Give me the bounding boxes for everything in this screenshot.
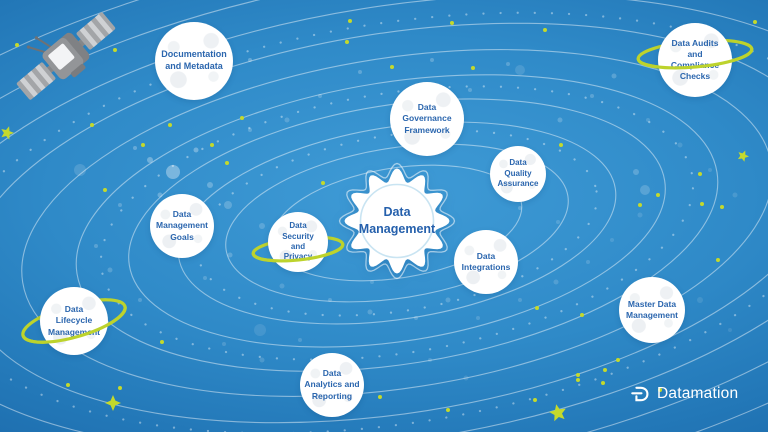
planet-ring-front — [251, 242, 345, 263]
moon-circle: Data Quality Assurance — [490, 146, 546, 202]
center-topic-label: Data Management — [358, 204, 436, 237]
moon-circle: Data Governance Framework — [390, 82, 464, 156]
satellite-icon — [16, 12, 116, 100]
satellite-label: Data Quality Assurance — [497, 158, 539, 189]
planet-ring-front — [636, 47, 754, 70]
center-topic: Data Management — [322, 146, 472, 296]
bokeh-dots — [74, 58, 738, 381]
logo-text: Datamation — [657, 385, 739, 402]
satellite-label: Data Integrations — [461, 250, 511, 272]
moon-circle: Documentation and Metadata — [155, 22, 233, 100]
scalloped-badge — [338, 162, 456, 280]
stars — [1, 19, 757, 422]
badge-halo — [338, 162, 456, 280]
moon-circle: Master Data Management — [619, 277, 685, 343]
satellite-label: Data Lifecycle Management — [48, 304, 100, 337]
moon-circle: Data Security and Privacy — [268, 212, 328, 272]
badge-inner-ring — [359, 183, 435, 259]
satellite-label: Data Analytics and Reporting — [304, 368, 360, 401]
satellite-label: Data Governance Framework — [402, 102, 452, 135]
moon-circle: Data Analytics and Reporting — [300, 353, 364, 417]
moon-circle: Data Audits and Compliance Checks — [658, 23, 732, 97]
satellite-label: Data Management Goals — [156, 209, 208, 242]
satellite-label: Data Audits and Compliance Checks — [670, 37, 720, 82]
moon-circle: Data Integrations — [454, 230, 518, 294]
satellite-label: Data Security and Privacy — [282, 221, 314, 262]
moon-circle: Data Lifecycle Management — [40, 287, 108, 355]
datamation-d-icon — [631, 386, 649, 402]
satellite-label: Master Data Management — [626, 298, 678, 320]
moon-circle: Data Management Goals — [150, 194, 214, 258]
datamation-logo: Datamation — [630, 383, 738, 405]
satellite-label: Documentation and Metadata — [161, 49, 227, 71]
planet-ring-front — [21, 304, 127, 344]
